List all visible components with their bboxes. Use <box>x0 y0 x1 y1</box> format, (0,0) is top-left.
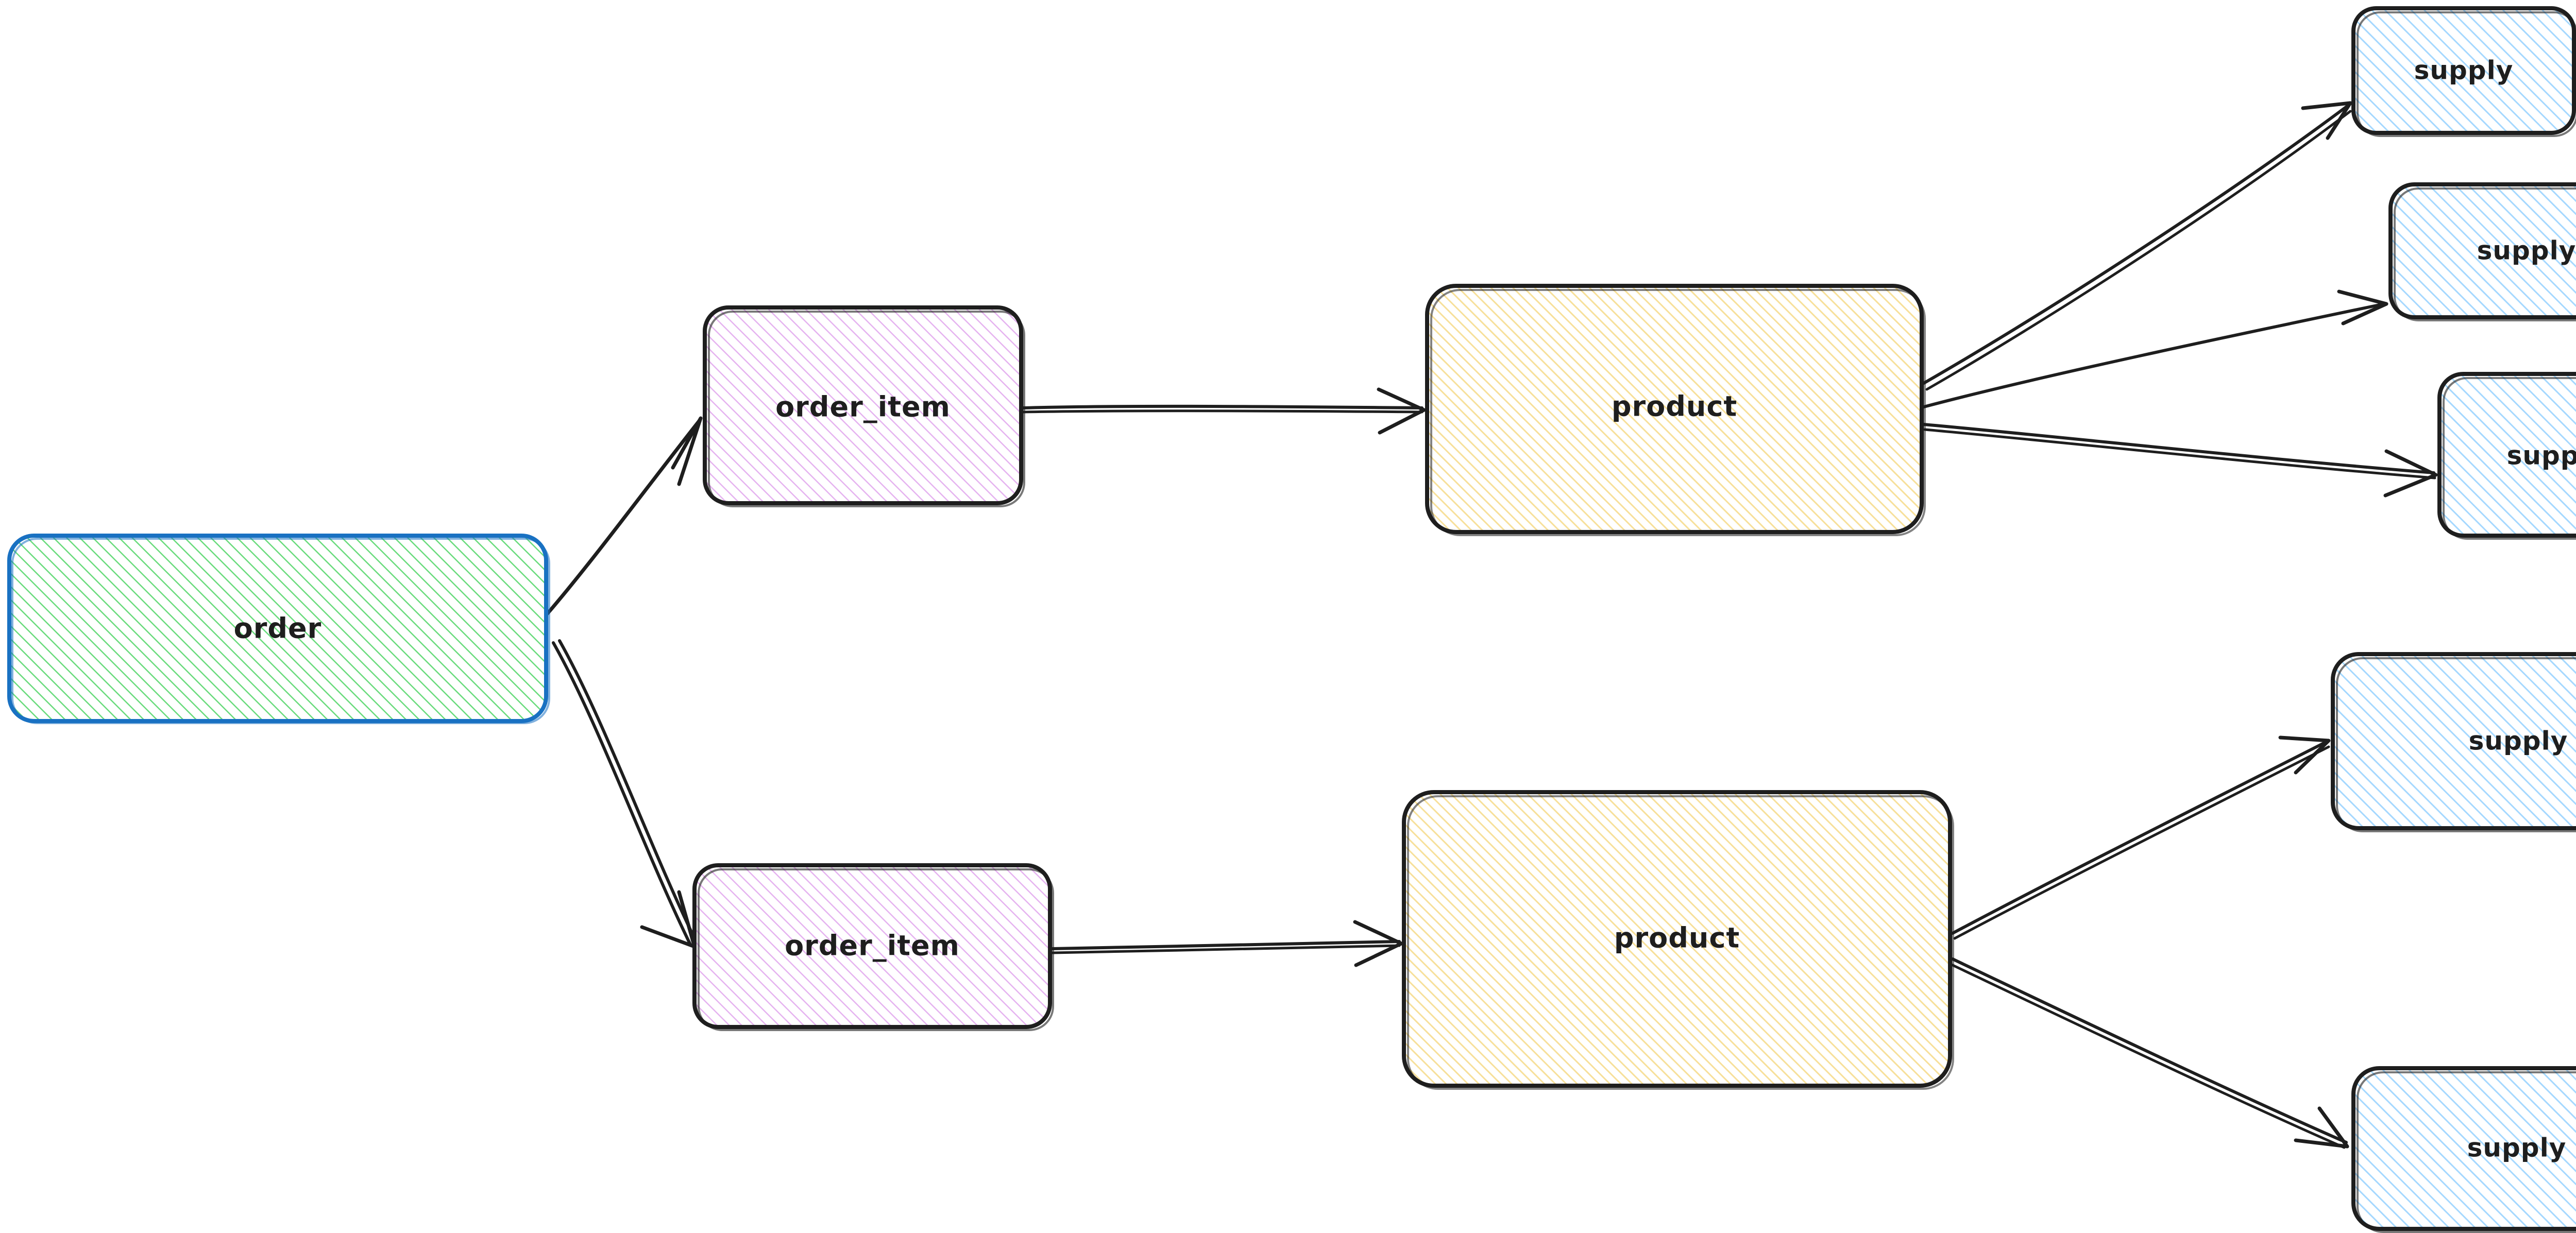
node-order-item-bottom[interactable]: order_item <box>692 863 1054 1031</box>
node-order-item-top-label: order_item <box>775 391 951 423</box>
node-supply-1[interactable]: supply <box>2351 6 2576 137</box>
node-supply-5-label: supply <box>2467 1133 2567 1163</box>
edge-product-top-to-supply-2[interactable] <box>1922 289 2388 408</box>
edge-product-top-to-supply-3[interactable] <box>1922 423 2438 498</box>
node-order-item-top[interactable]: order_item <box>703 305 1025 507</box>
edge-order-item-bottom-to-product-bottom[interactable] <box>1050 920 1403 967</box>
node-supply-3[interactable]: supply <box>2437 372 2576 540</box>
node-supply-2-label: supply <box>2477 236 2576 266</box>
node-product-top-label: product <box>1612 390 1737 423</box>
edge-order-to-order-item-top[interactable] <box>545 416 703 616</box>
node-supply-4-label: supply <box>2469 726 2568 756</box>
edge-product-bottom-to-supply-4[interactable] <box>1951 735 2331 940</box>
edge-product-bottom-to-supply-5[interactable] <box>1949 957 2349 1149</box>
node-supply-3-label: supply <box>2507 441 2576 471</box>
node-order-item-bottom-label: order_item <box>785 930 960 962</box>
edge-order-to-order-item-bottom[interactable] <box>552 639 698 949</box>
node-product-bottom[interactable]: product <box>1402 790 1954 1090</box>
node-supply-1-label: supply <box>2414 56 2514 85</box>
node-supply-4[interactable]: supply <box>2331 652 2576 832</box>
node-order[interactable]: order <box>7 534 550 724</box>
node-product-bottom-label: product <box>1614 922 1740 954</box>
edges-layer <box>545 101 2438 1149</box>
edge-order-item-top-to-product-top[interactable] <box>1022 387 1426 435</box>
node-supply-2[interactable]: supply <box>2388 182 2576 321</box>
node-supply-5[interactable]: supply <box>2351 1066 2576 1233</box>
node-product-top[interactable]: product <box>1425 284 1926 536</box>
nodes-layer: order order_item order_item product <box>7 6 2576 1233</box>
node-order-label: order <box>234 612 322 645</box>
edge-product-top-to-supply-1[interactable] <box>1922 101 2352 391</box>
